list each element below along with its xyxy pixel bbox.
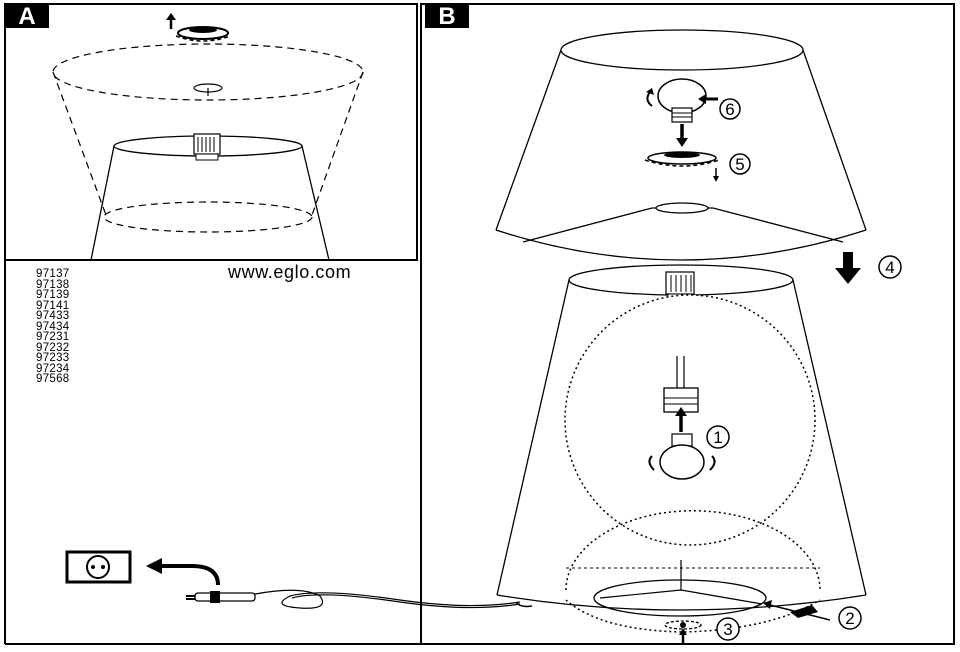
plug-in-arrow	[146, 558, 220, 586]
model-number: 97433	[36, 310, 70, 322]
shade-dashed-outline	[52, 43, 364, 233]
model-number: 97233	[36, 352, 70, 364]
step-arrow-5	[713, 168, 719, 182]
step-1-number: 1	[713, 428, 722, 447]
model-number: 97234	[36, 362, 70, 375]
lamp-shade	[495, 29, 867, 261]
plug-icon	[186, 591, 256, 603]
model-number: 97232	[36, 341, 70, 354]
model-number: 97231	[36, 331, 70, 343]
detail-circle-2	[565, 510, 821, 633]
panel-b-frame	[420, 3, 955, 645]
lampholder-ring-5	[644, 151, 720, 167]
panel-b-label: B	[438, 3, 455, 30]
step-1-marker: 1	[706, 425, 730, 449]
down-arrow-icon	[676, 124, 688, 147]
power-socket-icon	[65, 550, 132, 584]
step-arrow-2	[763, 600, 831, 621]
step-5-number: 5	[735, 155, 744, 174]
step-6-marker: 6	[719, 98, 741, 120]
model-number: 97141	[36, 299, 70, 312]
panel-a-label: A	[18, 3, 35, 30]
bulb-icon	[646, 78, 707, 123]
step-6-number: 6	[725, 100, 734, 119]
shade-spider-ring-a	[193, 83, 223, 96]
lampholder-ring-top	[175, 26, 231, 42]
step-4-number: 4	[885, 258, 894, 277]
step-arrow-4	[835, 252, 861, 284]
model-number: 97139	[36, 289, 70, 301]
step-5-marker: 5	[729, 153, 751, 175]
step-3-number: 3	[723, 620, 732, 639]
panel-a-frame	[4, 3, 418, 261]
step-2-number: 2	[845, 609, 854, 628]
model-number-list: 97137 97138 97139 97141 97433 97434 9723…	[36, 269, 69, 385]
step-arrow-3	[664, 620, 702, 644]
detail-circle-1	[564, 294, 816, 546]
model-number: 97568	[36, 373, 70, 385]
panel-b-badge: B	[425, 3, 469, 30]
power-cable	[249, 589, 521, 609]
website-url: www.eglo.com	[228, 262, 352, 282]
model-number: 97137	[36, 268, 70, 280]
step-3-marker: 3	[716, 617, 740, 641]
step-arrow-6	[698, 94, 718, 104]
up-arrow-icon	[166, 13, 176, 29]
model-number: 97434	[36, 320, 70, 333]
step-4-marker: 4	[878, 255, 902, 279]
panel-a-badge: A	[5, 3, 49, 30]
base-foot	[515, 601, 533, 608]
lampholder-icon	[193, 133, 221, 161]
step-2-marker: 2	[838, 606, 862, 630]
model-number: 97138	[36, 278, 70, 291]
